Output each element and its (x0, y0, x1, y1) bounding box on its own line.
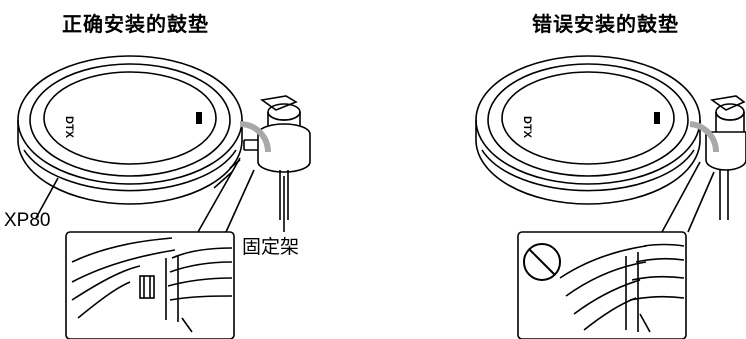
pad-mount-correct (213, 95, 311, 220)
pad-mount-wrong (689, 95, 746, 220)
title-wrong-install: 错误安装的鼓垫 (532, 12, 679, 36)
callout-lines-right (661, 161, 715, 233)
dtx-logo: DTX (63, 116, 75, 139)
drum-pad-wrong: DTX (475, 55, 701, 205)
drum-pad-correct: DTX (17, 55, 243, 205)
callout-lines-left (197, 157, 255, 233)
zoom-view-wrong (517, 231, 687, 339)
title-correct-install: 正确安装的鼓垫 (62, 12, 209, 36)
zoom-view-correct (65, 231, 235, 339)
label-xp80: XP80 (4, 210, 51, 231)
prohibited-icon (523, 243, 561, 281)
label-mount: 固定架 (242, 236, 300, 258)
leader-xp80 (35, 177, 59, 219)
dtx-logo-wrong: DTX (521, 116, 533, 139)
